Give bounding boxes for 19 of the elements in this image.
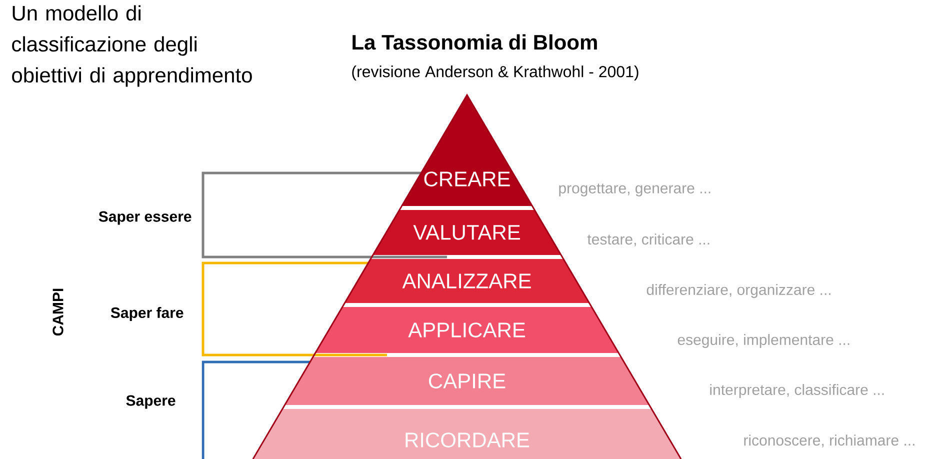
verb-examples: differenziare, organizzare ...	[646, 284, 830, 298]
verb-examples: interpretare, classificare ...	[710, 384, 884, 398]
verb-examples: progettare, generare ...	[559, 184, 710, 196]
verb-examples: testare, criticare ...	[587, 234, 710, 246]
pyramid-level: ANALIZZARE	[344, 259, 590, 303]
pyramid-level: VALUTARE	[372, 210, 562, 255]
title: La Tassonomia di Bloom	[352, 34, 597, 50]
field-label: Saper essere	[98, 211, 192, 225]
field-label: Saper fare	[110, 307, 184, 321]
pyramid-level: CREARE	[402, 95, 532, 206]
axis-label: CAMPI	[52, 288, 64, 336]
pyramid-level: CAPIRE	[284, 357, 650, 405]
pyramid-level: RICORDARE	[253, 409, 681, 459]
intro-text: Un modello di classificazione degli obiettivi di apprendimento	[12, 5, 252, 87]
verb-examples: riconoscere, richiamare ...	[744, 434, 914, 448]
pyramid-level: APPLICARE	[315, 307, 619, 353]
verb-examples: eseguire, implementare ...	[678, 334, 850, 348]
field-label: Sapere	[126, 395, 176, 409]
subtitle: (revisione Anderson & Krathwohl - 2001)	[352, 66, 638, 80]
